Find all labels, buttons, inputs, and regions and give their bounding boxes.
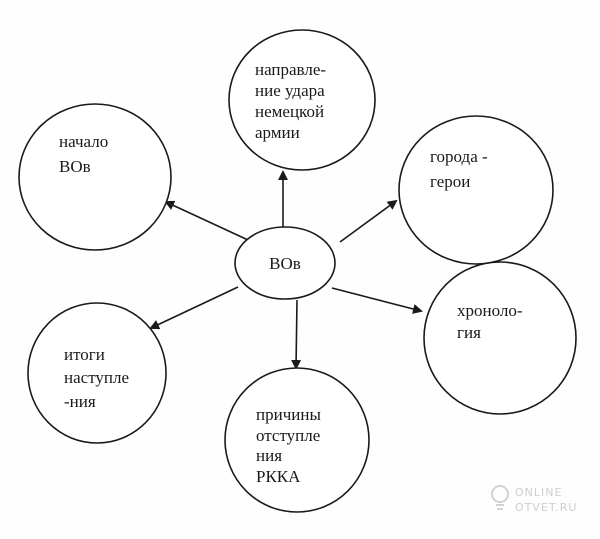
node-hronologia-label: хроноло- гия	[457, 301, 527, 342]
node-prichiny: причины отступле ния РККА	[224, 367, 370, 513]
arrow-to-prichiny	[291, 299, 302, 370]
node-goroda: города - герои	[398, 115, 554, 265]
connector-arrows	[149, 170, 423, 370]
node-goroda-label: города - герои	[430, 147, 492, 191]
node-prichiny-label: причины отступле ния РККА	[256, 405, 325, 486]
node-itogi-label: итоги наступле -ния	[64, 345, 133, 411]
watermark-line1: ONLINE	[515, 486, 562, 499]
node-napravlenie: направле- ние удара немецкой армии	[228, 29, 376, 171]
node-nachalo: начало ВОв	[18, 103, 172, 251]
node-itogi: итоги наступле -ния	[27, 302, 167, 444]
center-node: ВОв	[234, 226, 336, 300]
center-label: ВОв	[269, 254, 301, 273]
arrow-to-nachalo	[164, 200, 249, 241]
arrow-to-goroda	[339, 199, 398, 243]
watermark: ONLINE OTVET.RU	[491, 485, 577, 514]
lightbulb-icon	[491, 485, 509, 510]
arrow-to-itogi	[149, 286, 239, 330]
node-nachalo-label: начало ВОв	[59, 132, 112, 176]
arrow-to-hronologia	[331, 287, 423, 314]
watermark-line2: OTVET.RU	[515, 501, 577, 514]
node-hronologia: хроноло- гия	[423, 261, 577, 415]
node-napravlenie-label: направле- ние удара немецкой армии	[255, 60, 330, 142]
